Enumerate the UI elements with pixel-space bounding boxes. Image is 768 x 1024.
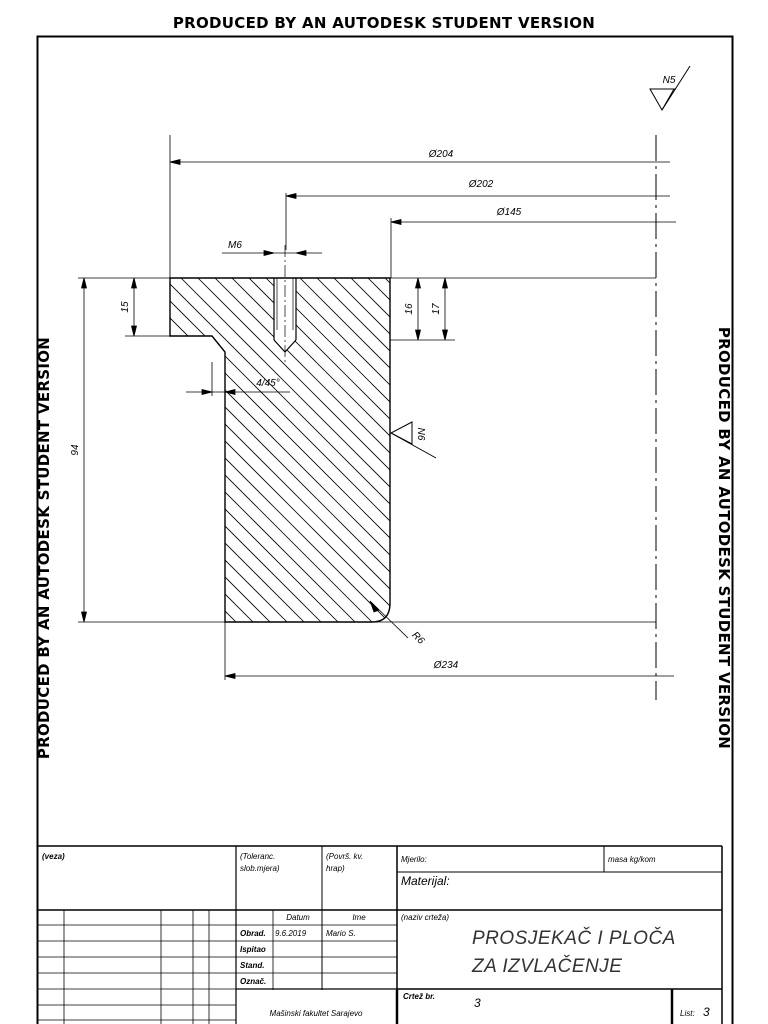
tb-crtez-num: 3 [474, 996, 481, 1010]
tb-toleranc-2: slob.mjera) [240, 864, 280, 873]
hatch-line [170, 278, 238, 622]
tb-povrs-2: hrap) [326, 864, 345, 873]
tb-list-label: List: [680, 1009, 695, 1018]
dim-chamfer: 4/45° [256, 378, 279, 389]
hatch-line [394, 270, 764, 640]
part-outline [169, 277, 391, 623]
hatch-line [0, 270, 135, 640]
hatch-line [170, 278, 390, 622]
hatch-line [0, 270, 118, 640]
hatch-line [170, 278, 221, 622]
extension-lines [78, 135, 656, 680]
dim-h16: 16 [404, 303, 415, 315]
tb-list-num: 3 [703, 1005, 710, 1019]
roughness-main-label: N5 [663, 75, 676, 86]
tb-stand: Stand. [240, 961, 264, 970]
tb-oznac: Označ. [240, 977, 266, 986]
hatch-line [170, 278, 323, 622]
hatch-line [0, 270, 50, 640]
roughness-symbol-surface [389, 421, 437, 459]
tb-title-line2: ZA IZVLAČENJE [471, 955, 622, 977]
hatch-line [170, 278, 374, 622]
hatch-line [170, 278, 390, 622]
hatch-line [0, 270, 101, 640]
tb-crtez-label: Crtež br. [403, 992, 435, 1001]
tb-title-line1: PROSJEKAČ I PLOČA [472, 927, 676, 949]
hatch-line [170, 278, 204, 622]
tb-obrad: Obrad. [240, 929, 266, 938]
hatch-line [376, 278, 390, 622]
hatch-line [170, 278, 340, 622]
roughness-symbol-main [649, 65, 691, 112]
hatch-line [170, 278, 390, 622]
hatch-line [342, 278, 390, 622]
tb-datum-header: Datum [286, 913, 310, 922]
hatch-line [170, 278, 390, 622]
hatch-line [0, 270, 169, 640]
hatch-line [170, 278, 187, 622]
hatch-line [257, 278, 390, 622]
hatch-line [0, 270, 67, 640]
drawing-frame [36, 35, 734, 1024]
hatch-line [170, 278, 390, 622]
tb-obrad-datum: 9.6.2019 [275, 929, 307, 938]
roughness-surface-label: N6 [415, 428, 426, 441]
watermark-top: PRODUCED BY AN AUTODESK STUDENT VERSION [172, 14, 596, 32]
dim-d202: Ø202 [468, 179, 494, 190]
hatch-line [189, 278, 390, 622]
tb-faculty: Mašinski fakultet Sarajevo [270, 1009, 363, 1018]
tb-naziv-label: (naziv crteža) [401, 913, 449, 922]
hatch-line [172, 278, 390, 622]
hatch-line [240, 278, 390, 622]
hatch-line [308, 278, 390, 622]
hatch-line [325, 278, 390, 622]
hatch-line [428, 270, 768, 640]
dim-d145: Ø145 [496, 207, 522, 218]
tb-ime-header: Ime [352, 913, 366, 922]
tb-mjerilo: Mjerilo: [401, 855, 427, 864]
hatch-line [170, 278, 306, 622]
hatch-line [170, 278, 272, 622]
dim-m6: M6 [228, 240, 242, 251]
section-hatching [0, 270, 768, 640]
dim-h17: 17 [431, 303, 442, 315]
hatch-line [274, 278, 390, 622]
tb-povrs-1: (Površ. kv. [326, 852, 363, 861]
dim-h15: 15 [120, 301, 131, 313]
dim-h94: 94 [70, 444, 81, 456]
dim-d204: Ø204 [428, 149, 454, 160]
dimension-lines [80, 158, 676, 680]
tb-toleranc-1: (Toleranc. [240, 852, 275, 861]
hatch-line [170, 278, 390, 622]
dim-radius: R6 [409, 630, 426, 647]
hole-outline [273, 278, 297, 353]
tb-masa: masa kg/kom [608, 855, 656, 864]
tb-materijal: Materijal: [401, 874, 450, 888]
hatch-line [359, 278, 390, 622]
dim-d234: Ø234 [433, 660, 459, 671]
tb-ispitao: Ispitao [240, 945, 266, 954]
tb-obrad-ime: Mario S. [326, 929, 356, 938]
tb-veza: (veza) [42, 852, 65, 861]
title-block: (veza) (Toleranc. slob.mjera) (Površ. kv… [38, 845, 723, 1024]
hatch-line [170, 278, 390, 622]
hatch-line [170, 278, 390, 622]
hatch-line [291, 278, 390, 622]
hatch-line [170, 278, 289, 622]
hatch-line [411, 270, 768, 640]
hatch-line [206, 278, 390, 622]
